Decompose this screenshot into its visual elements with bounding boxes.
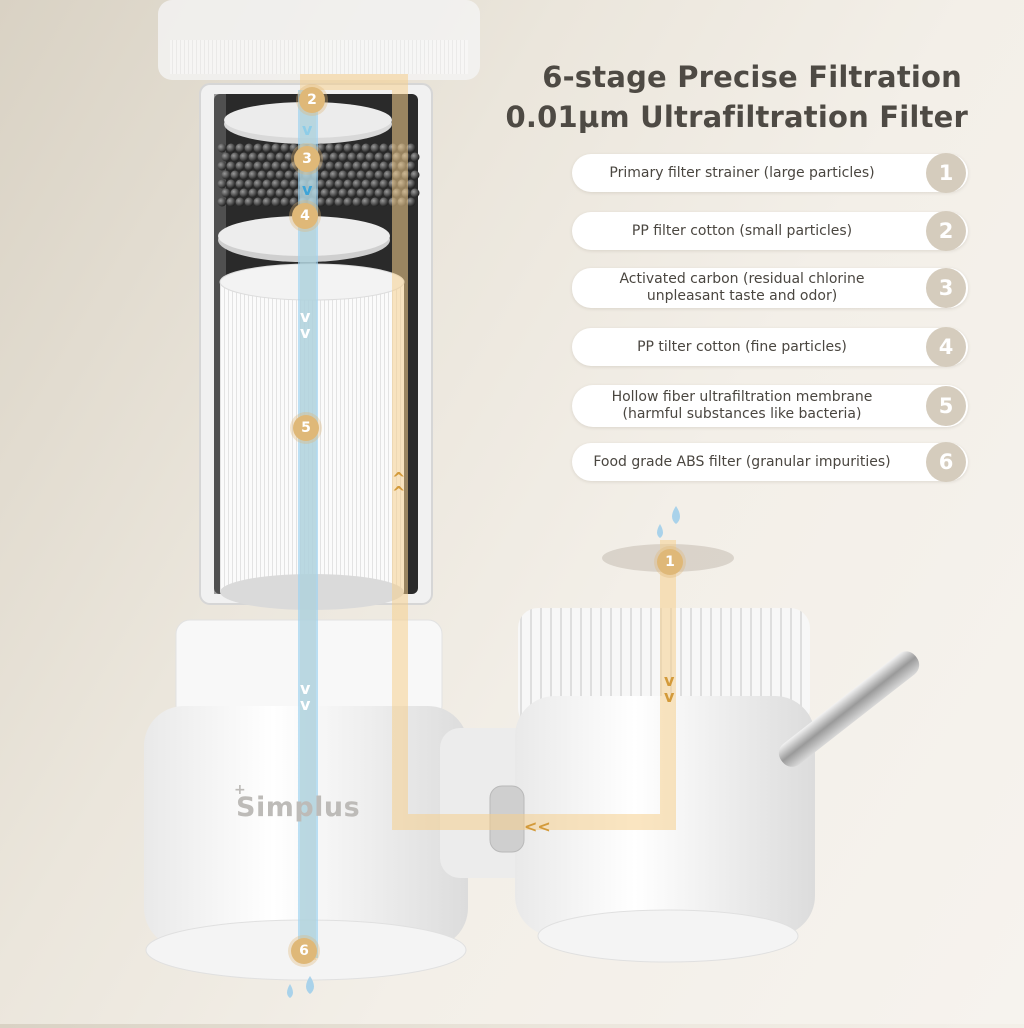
marker-5: 5 bbox=[293, 415, 319, 441]
svg-text:v: v bbox=[300, 323, 311, 342]
marker-3: 3 bbox=[294, 146, 320, 172]
marker-6: 6 bbox=[291, 938, 317, 964]
stage-number-badge: 6 bbox=[926, 442, 966, 482]
svg-text:v: v bbox=[302, 180, 313, 199]
svg-text:<<: << bbox=[524, 817, 551, 836]
filtered-flow-path bbox=[298, 90, 318, 958]
water-droplets bbox=[287, 506, 680, 998]
flow-arrows: v v v v v v v v ^ ^ << bbox=[300, 120, 675, 836]
svg-text:v: v bbox=[300, 307, 311, 326]
stage-label: PP tilter cotton (fine particles) bbox=[637, 338, 847, 355]
svg-text:v: v bbox=[300, 695, 311, 714]
stage-label: Hollow fiber ultrafiltration membrane (h… bbox=[611, 389, 873, 422]
stage-item-1: Primary filter strainer (large particles… bbox=[572, 153, 968, 193]
stage-label: Food grade ABS filter (granular impuriti… bbox=[593, 453, 891, 470]
stage-label: Primary filter strainer (large particles… bbox=[609, 164, 875, 181]
svg-text:^: ^ bbox=[392, 483, 405, 502]
svg-text:^: ^ bbox=[392, 469, 405, 488]
svg-text:v: v bbox=[664, 687, 675, 706]
chrome-inlet-pipe bbox=[778, 651, 920, 767]
stage-number-badge: 4 bbox=[926, 327, 966, 367]
stage-item-6: Food grade ABS filter (granular impuriti… bbox=[572, 442, 968, 482]
marker-4: 4 bbox=[292, 203, 318, 229]
brand-logo: + Simplus bbox=[234, 782, 361, 823]
svg-text:v: v bbox=[300, 679, 311, 698]
stage-number-badge: 5 bbox=[926, 386, 966, 426]
stage-label: PP filter cotton (small particles) bbox=[631, 222, 853, 239]
stage-number-badge: 2 bbox=[926, 211, 966, 251]
svg-text:v: v bbox=[664, 671, 675, 690]
stage-item-3: Activated carbon (residual chlorine unpl… bbox=[572, 268, 968, 308]
stage-number-badge: 1 bbox=[926, 153, 966, 193]
stage-item-5: Hollow fiber ultrafiltration membrane (h… bbox=[572, 385, 968, 427]
stage-label: Activated carbon (residual chlorine unpl… bbox=[619, 271, 865, 304]
stage-number-badge: 3 bbox=[926, 268, 966, 308]
stage-item-4: PP tilter cotton (fine particles) 4 bbox=[572, 327, 968, 367]
page-title-line2: 0.01µm Ultrafiltration Filter bbox=[505, 100, 968, 134]
marker-2: 2 bbox=[299, 87, 325, 113]
stage-item-2: PP filter cotton (small particles) 2 bbox=[572, 211, 968, 251]
svg-text:v: v bbox=[302, 120, 313, 139]
page-title-line1: 6-stage Precise Filtration bbox=[542, 60, 962, 94]
filter-top-cap bbox=[158, 0, 480, 80]
marker-1: 1 bbox=[657, 549, 683, 575]
